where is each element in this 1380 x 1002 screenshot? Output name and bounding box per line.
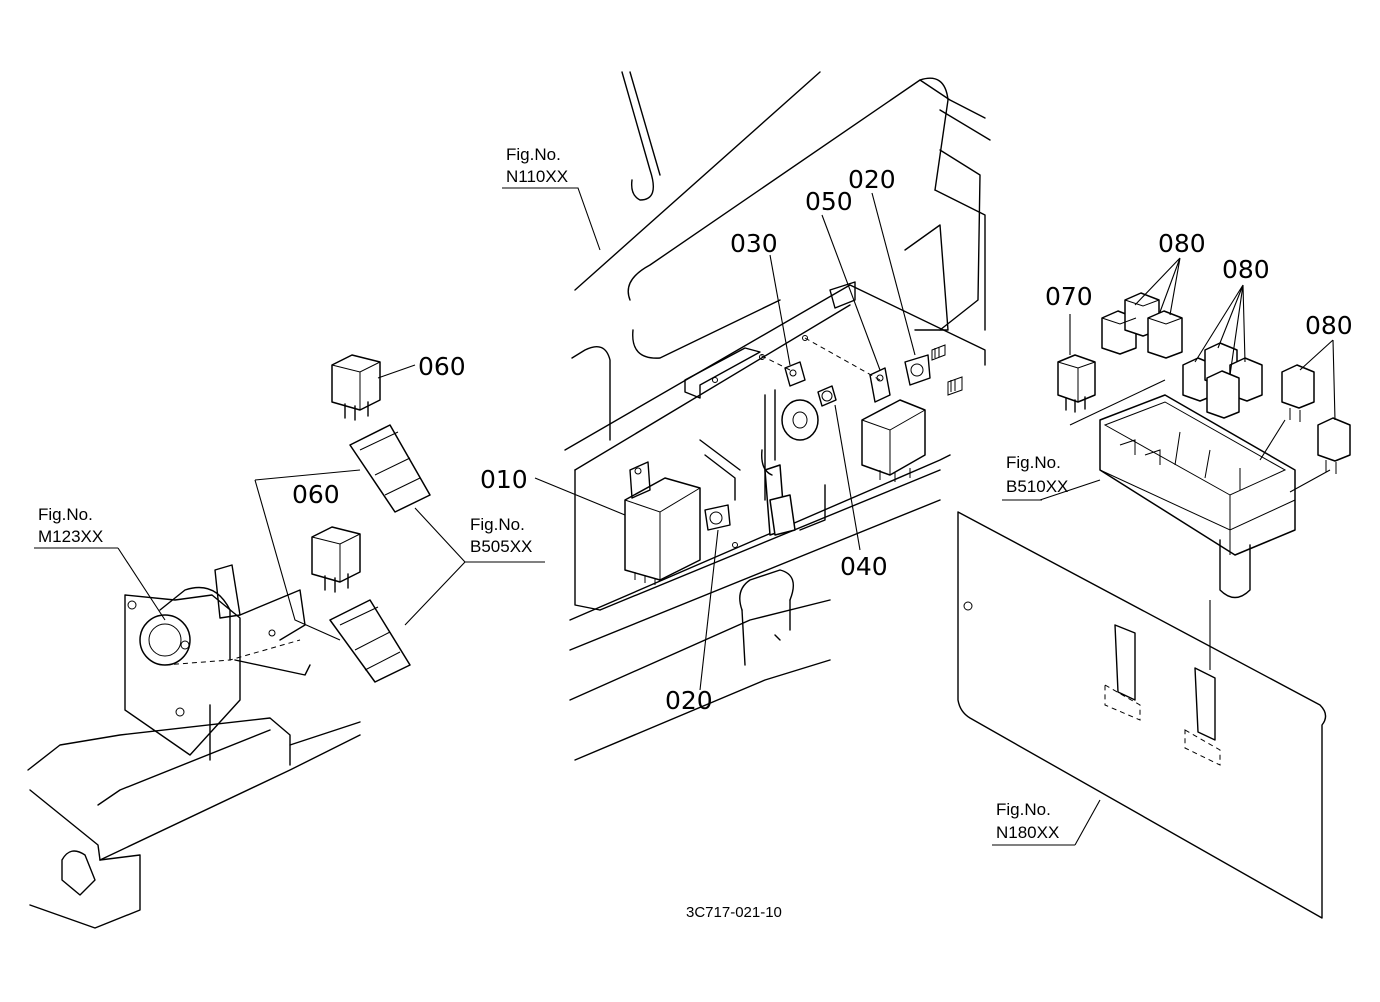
part-label-020-top: 020 [848,165,896,194]
left-bracket-drawing [27,354,545,929]
part-label-060-mid: 060 [292,480,340,509]
fig-ref-code: B505XX [470,537,532,556]
part-label-040: 040 [840,552,888,581]
fig-ref-label: Fig.No. [506,145,561,164]
fig-ref-code: N110XX [506,167,568,186]
part-label-080-a: 080 [1158,229,1206,258]
part-label-080-c: 080 [1305,311,1353,340]
fig-ref-code: M123XX [38,527,103,546]
part-label-060-top: 060 [418,352,466,381]
fig-ref-n180[interactable]: Fig.No. N180XX [992,800,1075,846]
fig-ref-b510[interactable]: Fig.No. B510XX [1002,453,1068,501]
fig-ref-b505[interactable]: Fig.No. B505XX [470,515,532,556]
fig-ref-label: Fig.No. [38,505,93,524]
part-label-030: 030 [730,229,778,258]
fig-ref-label: Fig.No. [1006,453,1061,472]
part-label-020-bottom: 020 [665,686,713,715]
fig-ref-code: B510XX [1006,477,1068,496]
fig-ref-code: N180XX [996,823,1059,842]
fig-ref-label: Fig.No. [996,800,1051,819]
part-label-010: 010 [480,465,528,494]
fig-ref-n110[interactable]: Fig.No. N110XX [502,145,601,251]
part-label-080-b: 080 [1222,255,1270,284]
part-label-070: 070 [1045,282,1093,311]
part-label-050: 050 [805,187,853,216]
right-relay-box-drawing [957,257,1351,919]
fig-ref-label: Fig.No. [470,515,525,534]
cab-panel-drawing [534,71,991,761]
fig-ref-m123[interactable]: Fig.No. M123XX [34,505,118,549]
drawing-code: 3C717-021-10 [686,904,782,921]
